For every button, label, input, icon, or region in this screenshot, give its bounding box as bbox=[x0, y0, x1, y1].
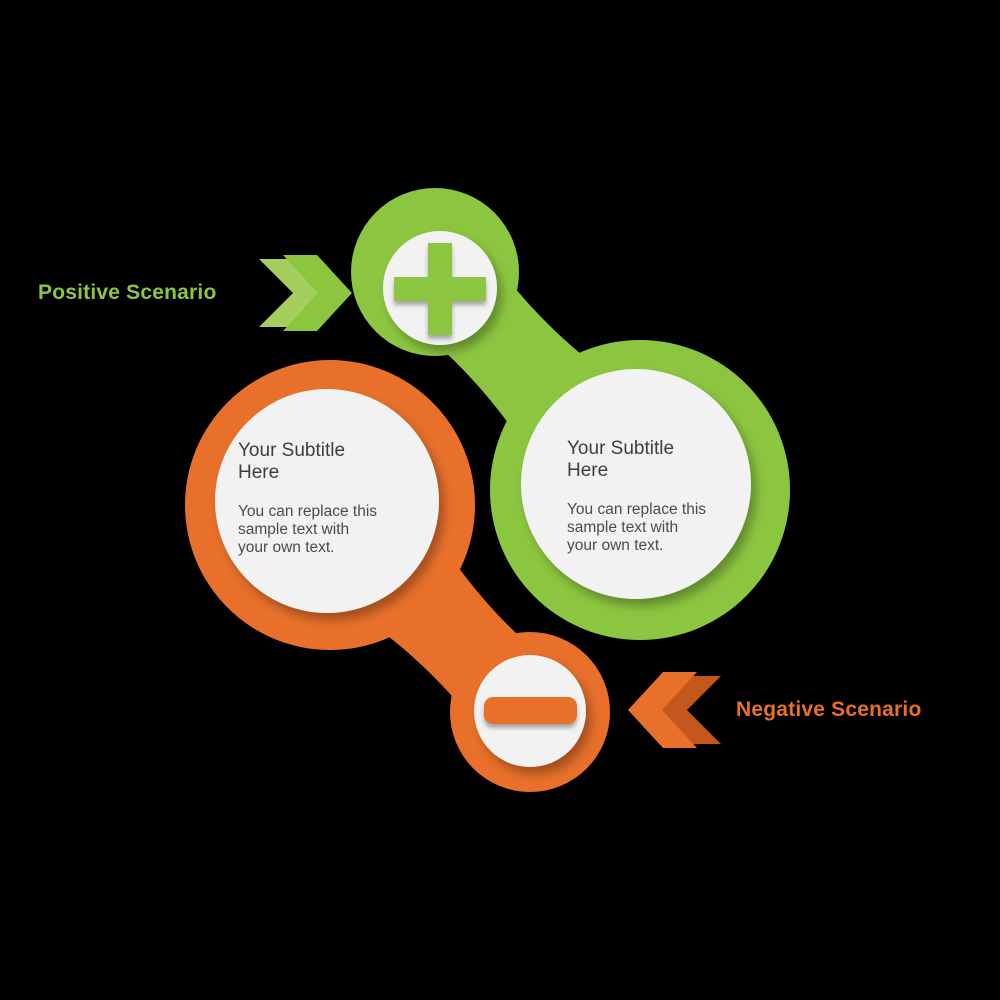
negative-card-subtitle: Your Subtitle Here bbox=[238, 440, 428, 484]
plus-icon bbox=[394, 243, 486, 335]
text-line: You can replace this bbox=[567, 501, 707, 518]
text-line: You can replace this bbox=[238, 503, 378, 520]
positive-card-body: You can replace this sample text with yo… bbox=[567, 501, 757, 555]
positive-card-subtitle: Your Subtitle Here bbox=[567, 438, 757, 482]
minus-icon bbox=[484, 697, 577, 724]
text-line: Your Subtitle bbox=[238, 440, 346, 461]
positive-arrow-back-chevron-icon bbox=[259, 259, 337, 327]
text-line: Your Subtitle bbox=[567, 438, 675, 459]
negative-arrow-front-chevron-icon bbox=[628, 672, 697, 748]
positive-card-text: Your Subtitle Here You can replace this … bbox=[567, 438, 757, 555]
positive-card-circle bbox=[521, 369, 751, 599]
negative-scenario-label: Negative Scenario bbox=[736, 698, 922, 721]
text-line: Here bbox=[238, 462, 280, 483]
text-line: your own text. bbox=[238, 539, 335, 556]
negative-card-text: Your Subtitle Here You can replace this … bbox=[238, 440, 428, 557]
text-line: your own text. bbox=[567, 537, 664, 554]
positive-arrow-front-chevron-icon bbox=[283, 255, 352, 331]
positive-arrow bbox=[259, 255, 352, 331]
text-line: Here bbox=[567, 460, 609, 481]
text-line: sample text with bbox=[238, 521, 350, 538]
text-line: sample text with bbox=[567, 519, 679, 536]
negative-card-body: You can replace this sample text with yo… bbox=[238, 503, 428, 557]
positive-scenario-label: Positive Scenario bbox=[38, 281, 217, 304]
negative-card-circle bbox=[215, 389, 439, 613]
negative-arrow-back-chevron-icon bbox=[643, 676, 721, 744]
negative-arrow bbox=[628, 672, 721, 748]
